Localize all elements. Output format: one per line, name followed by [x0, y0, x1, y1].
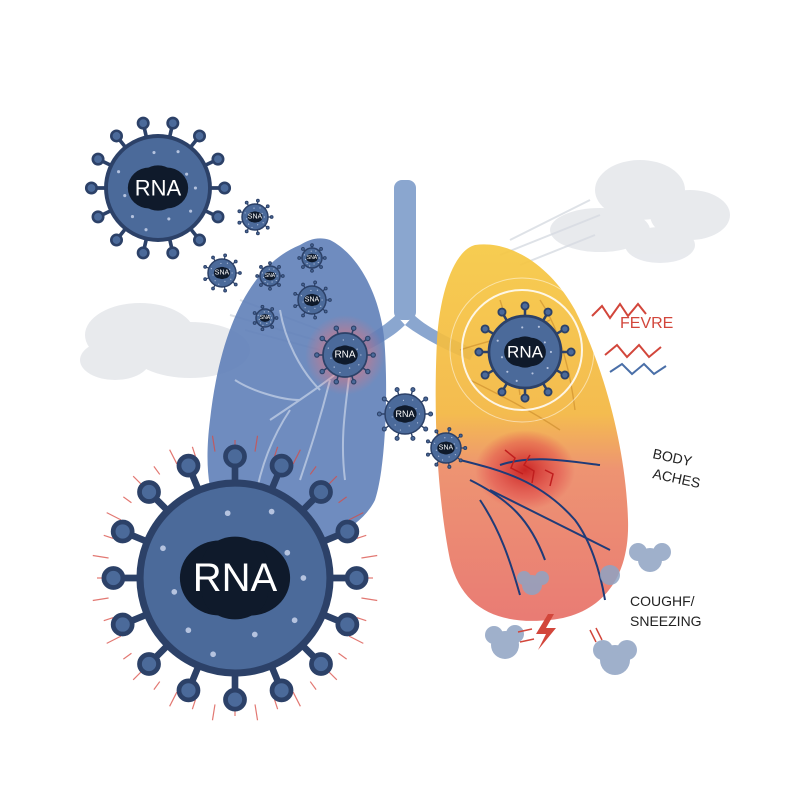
fever-label: FEVRE: [620, 315, 673, 332]
cough-streaks: [517, 627, 603, 643]
virus-small: SNA: [297, 243, 327, 273]
lightning-icon: [536, 614, 556, 650]
virus-label: RNA: [334, 350, 355, 361]
virus-label: RNA: [507, 343, 544, 362]
virus-mid-small: SNA: [425, 427, 468, 469]
virus-label: SNA: [260, 315, 271, 321]
virus-label: SNA: [248, 214, 263, 221]
virus-label: SNA: [215, 270, 230, 277]
inflamed-vessels: [459, 458, 611, 601]
virus-small: SNA: [203, 253, 242, 293]
inflammation-spot: [475, 430, 575, 510]
virus-label: SNA: [305, 297, 320, 304]
virus-top-left: RNA: [84, 116, 232, 260]
right-lung: [435, 244, 629, 621]
body-aches-symptom: BODY ACHES: [651, 445, 702, 491]
fever-symptom: FEVRE: [591, 302, 673, 376]
fever-zigzag-red: [604, 343, 662, 359]
red-capillaries: [504, 449, 554, 487]
fever-zigzag-red-top: [591, 302, 647, 320]
virus-right-lung: RNA: [474, 301, 576, 403]
virus-label: SNA: [265, 273, 276, 279]
virus-small: SNA: [237, 198, 274, 236]
droplet-clouds: [485, 543, 671, 675]
virus-mid: RNA: [376, 387, 434, 441]
virus-label: SNA: [307, 255, 318, 261]
virus-label: RNA: [193, 556, 278, 600]
cough-label-line1: COUGHF/: [630, 593, 695, 609]
body-aches-label-line2: ACHES: [651, 465, 702, 491]
virus-label: RNA: [135, 176, 182, 201]
fever-zigzag-blue: [609, 362, 667, 376]
virus-small: SNA: [252, 304, 279, 332]
virus-large: RNA: [101, 444, 369, 712]
virus-small: SNA: [293, 280, 332, 320]
virus-label: SNA: [439, 445, 454, 452]
large-virus-aura: [92, 435, 378, 721]
virus-small: SNA: [255, 261, 285, 291]
ring-right-lung-outer: [449, 277, 595, 423]
virus-label: RNA: [395, 409, 414, 419]
ring-right-lung: [461, 289, 583, 411]
cough-symptom: COUGHF/ SNEEZING: [485, 543, 702, 675]
virus-glowing: RNA: [314, 325, 376, 385]
cough-label-line2: SNEEZING: [630, 613, 702, 629]
